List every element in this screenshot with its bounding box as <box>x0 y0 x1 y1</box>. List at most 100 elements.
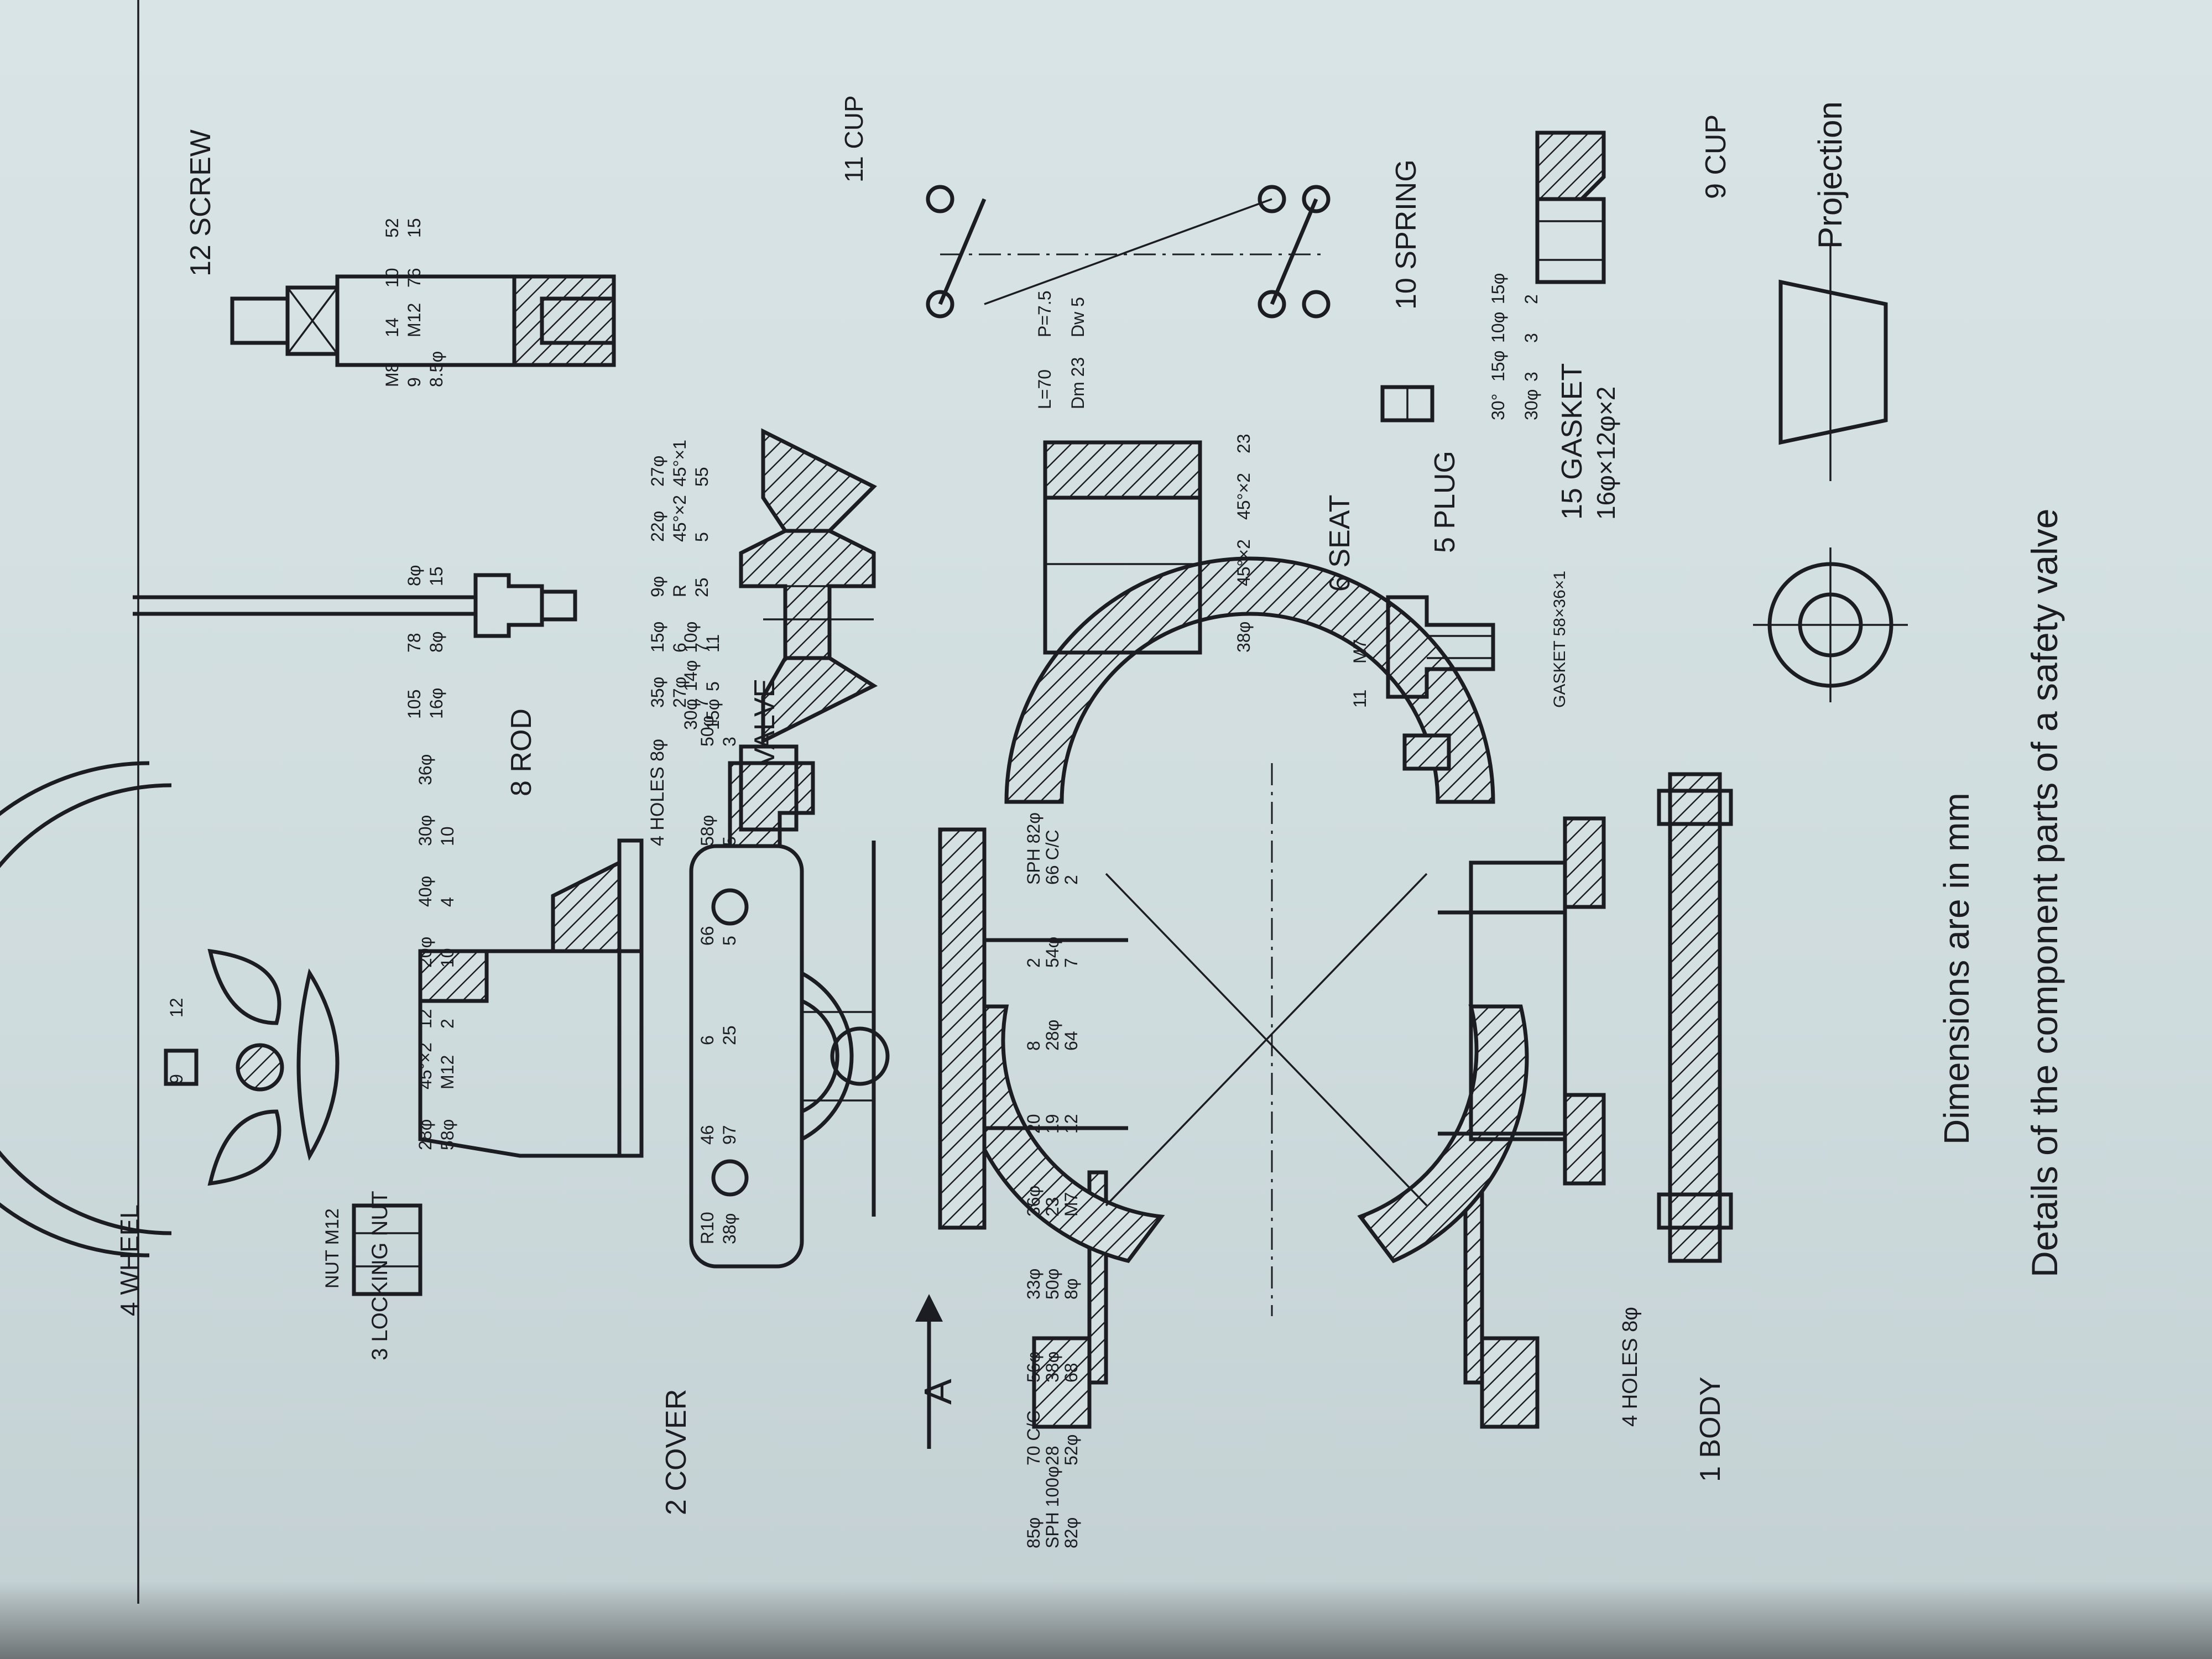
dimension-cover: 5 <box>719 936 739 946</box>
dimension-wheel: 9 <box>166 1074 186 1084</box>
dimension-cover: 38φ <box>719 1213 739 1244</box>
dimension-seat: 45°×2 <box>1234 539 1254 586</box>
dimension-cup-11: 14φ <box>681 660 701 691</box>
locking-nut-label: 3 LOCKING NUT <box>368 1191 392 1360</box>
dimension-rod: 8φ <box>426 631 446 653</box>
dimension-plug: 11 <box>1350 690 1370 708</box>
dimension-valve: 6 <box>670 643 690 653</box>
dimension-valve: 15φ <box>648 622 667 653</box>
dimension-body: 52φ <box>1061 1434 1081 1465</box>
dimension-cover: 50φ <box>697 716 717 747</box>
body-holes-label: 4 HOLES 8φ <box>1619 1307 1642 1427</box>
dimension-valve: 55 <box>692 467 712 487</box>
dimension-cover: 46 <box>697 1125 717 1145</box>
dimension-screw: M8 <box>382 363 402 387</box>
dimension-locking-nut: 10 <box>437 948 457 968</box>
dimension-body: 66 C/C <box>1042 830 1062 885</box>
plug-label: 5 PLUG <box>1429 451 1461 553</box>
dimension-rod: 78 <box>404 633 424 653</box>
dimension-locking-nut: 45°×2 <box>415 1042 435 1089</box>
dimension-spring: Dw 5 <box>1068 297 1088 337</box>
dimension-valve: 7 <box>692 643 712 653</box>
valve-section <box>739 428 878 744</box>
dimension-screw: 8.5φ <box>426 351 446 387</box>
dimension-screw: 15 <box>404 218 424 238</box>
dimension-cup-11: 10φ <box>681 622 701 653</box>
dimension-rod: 8φ <box>404 565 424 586</box>
cover-label: 2 COVER <box>660 1389 692 1515</box>
gasket-drawing <box>1380 385 1434 422</box>
dimension-screw: M12 <box>404 303 424 337</box>
dimension-screw: 52 <box>382 218 402 238</box>
seat-drawing <box>1043 440 1202 655</box>
dimension-body: 68 <box>1061 1363 1081 1383</box>
cover-holes-label: 4 HOLES 8φ <box>647 739 668 846</box>
dimension-cover: 25 <box>719 1025 739 1045</box>
gasket-small-label: GASKET 58×36×1 <box>1551 571 1569 708</box>
dimension-spring: P=7.5 <box>1035 290 1055 337</box>
dimension-screw: 10 <box>382 268 402 288</box>
view-arrow-label: A <box>916 1379 959 1405</box>
locking-nut-drawing <box>352 1203 422 1296</box>
dimension-cup-9: 30° <box>1488 394 1508 420</box>
dimension-body: SPH 100φ <box>1042 1466 1062 1548</box>
dimension-cup-11: 15φ <box>703 699 723 730</box>
dimension-cover: 3 <box>719 737 739 747</box>
dimension-cup-9: 3 <box>1521 333 1541 343</box>
screw-label: 12 SCREW <box>185 129 217 276</box>
dimension-body: 20 <box>1024 1114 1044 1134</box>
dimension-body: 2 <box>1024 958 1044 968</box>
dimension-body: 28 <box>1042 1446 1062 1465</box>
dimension-body: 54φ <box>1042 937 1062 968</box>
dimension-plug: M7 <box>1350 639 1370 664</box>
dimension-body: 23 <box>1042 1197 1062 1217</box>
spring-drawing <box>926 185 1331 319</box>
dimension-body: 12 <box>1061 1114 1081 1134</box>
dimension-body: 28φ <box>1042 1020 1062 1051</box>
dimension-locking-nut: 20φ <box>415 937 435 968</box>
dimension-rod: 15 <box>426 566 446 586</box>
dimension-cup-9: 15φ <box>1488 273 1508 304</box>
locking-nut-section <box>418 838 644 1158</box>
dimension-wheel: 12 <box>166 998 186 1018</box>
body-label: 1 BODY <box>1694 1376 1726 1482</box>
dimension-body: 64 <box>1061 1031 1081 1051</box>
dimension-spring: Dm 23 <box>1068 357 1088 409</box>
dimension-body: 2 <box>1061 875 1081 885</box>
dimension-valve: 7 <box>692 698 712 708</box>
dimension-body: 38φ <box>1042 1352 1062 1383</box>
dimension-cover: 58φ <box>697 815 717 846</box>
dimension-locking-nut: 10 <box>437 826 457 846</box>
cup-11-label: 11 CUP <box>839 95 868 182</box>
dimension-screw: 14 <box>382 317 402 337</box>
spring-label: 10 SPRING <box>1390 159 1422 310</box>
dimension-body: M7 <box>1061 1192 1081 1217</box>
dimension-seat: 38φ <box>1234 622 1254 653</box>
cup-9-label: 9 CUP <box>1700 114 1732 199</box>
dimension-body: 70 C/C <box>1024 1410 1044 1465</box>
cup-11-drawing <box>728 744 815 848</box>
dimension-valve: 9φ <box>648 576 667 597</box>
wheel-drawing <box>0 761 340 1258</box>
wheel-label: 4 WHEEL <box>115 1204 144 1316</box>
plug-drawing <box>1386 595 1495 699</box>
body-section <box>938 556 1733 1429</box>
dimension-cup-9: 2 <box>1521 294 1541 304</box>
rod-label: 8 ROD <box>505 708 538 796</box>
drawing-caption: Details of the component parts of a safe… <box>2024 509 2065 1277</box>
dimension-body: 56φ <box>1024 1352 1044 1383</box>
dimension-valve: 22φ <box>648 511 667 542</box>
dimension-cover: 6 <box>697 1035 717 1045</box>
dimension-valve: 45°×1 <box>670 440 690 487</box>
dimension-body: 8 <box>1024 1041 1044 1051</box>
dimension-body: 50φ <box>1042 1269 1062 1300</box>
seat-label: 6 SEAT <box>1324 495 1356 592</box>
dimension-locking-nut: 2 <box>437 1019 457 1029</box>
photo-shadow <box>0 1582 2212 1659</box>
dimension-rod: 105 <box>404 690 424 719</box>
dimension-valve: 35φ <box>648 677 667 708</box>
dimension-cup-9: 10φ <box>1488 312 1508 343</box>
